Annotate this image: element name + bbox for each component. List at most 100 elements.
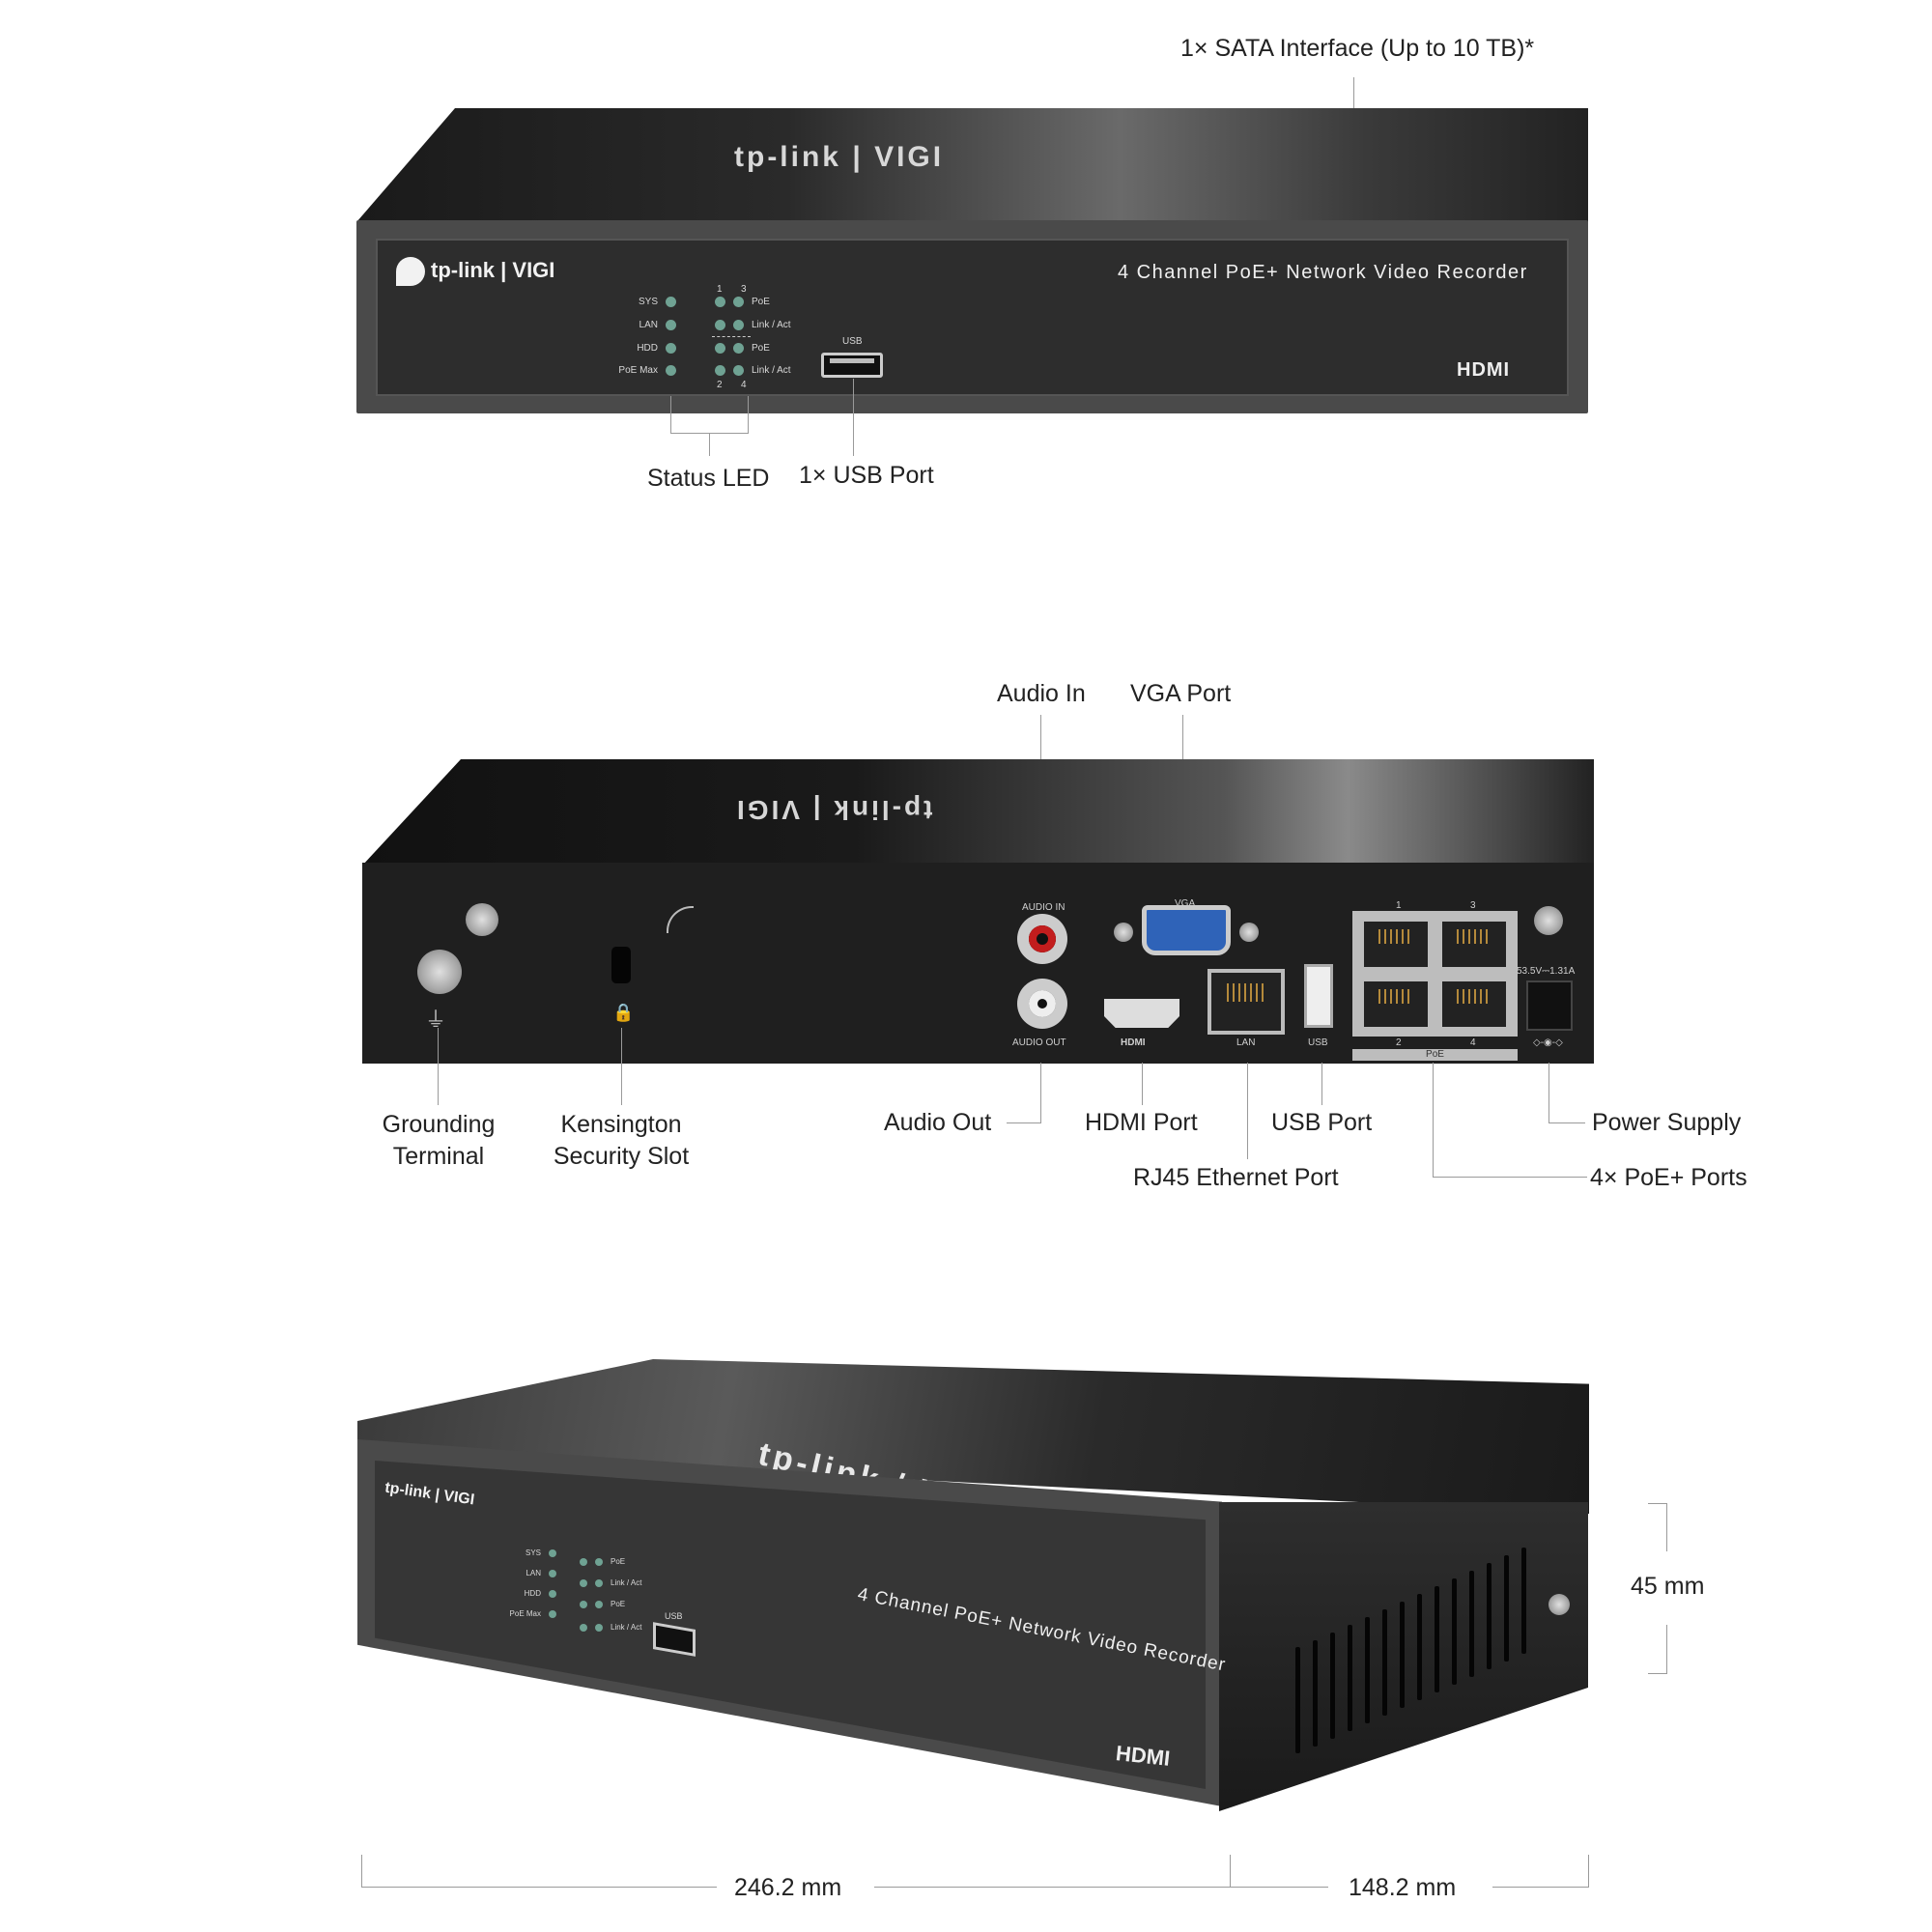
vga-label: VGA (1175, 898, 1196, 909)
led-poe-max: PoE Max (502, 1609, 556, 1618)
dimension-line (1666, 1625, 1667, 1673)
led-link-1-3: Link / Act (580, 1578, 641, 1587)
ground-symbol-icon: ⏚ (425, 1008, 447, 1032)
callout-line (709, 433, 710, 456)
led-poe-2-4: PoE (580, 1600, 625, 1608)
port-number: 4 (741, 380, 747, 390)
vent-slot (1382, 1609, 1387, 1716)
led-hdd: HDD (599, 343, 676, 354)
screw-icon (1534, 906, 1563, 935)
grounding-screw-icon (417, 950, 462, 994)
top-logo: tp-link | VIGI (734, 141, 945, 173)
power-rating-label: 53.5V⎓1.31A (1517, 966, 1576, 977)
kensington-slot (611, 947, 631, 983)
vent-slot (1365, 1617, 1370, 1723)
polarity-icon: ◇-◉-◇ (1533, 1037, 1563, 1048)
led-poe-2-4: PoE (715, 343, 770, 354)
led-sys: SYS (502, 1548, 556, 1557)
poe-port-number: 1 (1396, 900, 1402, 911)
rear-usb-port (1304, 964, 1333, 1028)
front-panel (376, 239, 1569, 396)
audio-in-label: AUDIO IN (1022, 902, 1065, 913)
side-screw-icon (1548, 1594, 1570, 1615)
hdmi-label: HDMI (1121, 1037, 1146, 1048)
audio-in-jack (1017, 914, 1067, 964)
hdmi-port (1104, 999, 1179, 1028)
callout-line (1040, 1063, 1041, 1122)
front-panel-logo: tp-link | VIGI (396, 257, 554, 286)
usb-port-callout: USB Port (1271, 1109, 1373, 1136)
callout-line (1433, 1063, 1434, 1177)
led-divider (712, 336, 751, 337)
vent-slot (1400, 1602, 1405, 1708)
callout-line (438, 1028, 439, 1105)
vent-slot (1330, 1633, 1335, 1739)
depth-dimension: 148.2 mm (1349, 1874, 1457, 1901)
port-number: 1 (717, 284, 723, 295)
port-number: 3 (741, 284, 747, 295)
usb-label: USB (1308, 1037, 1328, 1048)
poe-port-number: 4 (1470, 1037, 1476, 1048)
poe-port-number: 3 (1470, 900, 1476, 911)
led-lan: LAN (599, 320, 676, 330)
callout-line (1007, 1122, 1041, 1123)
hdmi-logo: HDMI (1457, 359, 1511, 381)
vent-slot (1487, 1563, 1492, 1669)
led-link-2-4: Link / Act (580, 1623, 641, 1632)
led-poe-1-3: PoE (715, 297, 770, 307)
callout-line (1247, 1063, 1248, 1159)
led-poe-max: PoE Max (599, 365, 676, 376)
usb-label: USB (665, 1611, 683, 1621)
dimension-line (1230, 1887, 1328, 1888)
led-lan: LAN (502, 1569, 556, 1577)
callout-line (1433, 1177, 1587, 1178)
callout-line (1142, 1063, 1143, 1105)
model-description: 4 Channel PoE+ Network Video Recorder (1118, 262, 1528, 283)
led-indicator-icon (666, 297, 676, 307)
led-hdd: HDD (502, 1589, 556, 1598)
dimension-line (361, 1887, 717, 1888)
vent-slot (1348, 1625, 1352, 1731)
vent-slot (1435, 1586, 1439, 1692)
led-link-2-4: Link / Act (715, 365, 791, 376)
dimension-line (1588, 1855, 1589, 1888)
screw-icon (466, 903, 498, 936)
callout-line (1548, 1122, 1585, 1123)
usb-port-callout: 1× USB Port (799, 462, 934, 489)
width-dimension: 246.2 mm (734, 1874, 842, 1901)
poe-port-number: 2 (1396, 1037, 1402, 1048)
led-indicator-icon (666, 343, 676, 354)
callout-line (1548, 1063, 1549, 1122)
vent-slot (1504, 1555, 1509, 1662)
callout-line (670, 396, 671, 433)
callout-line (853, 379, 854, 456)
poe-label-bar: PoE (1352, 1049, 1518, 1061)
audio-out-label: AUDIO OUT (1012, 1037, 1066, 1048)
device-top-surface (362, 759, 1594, 866)
dimension-line (1492, 1887, 1589, 1888)
dimension-line (361, 1855, 362, 1888)
callout-line (1321, 1063, 1322, 1105)
vga-port-callout: VGA Port (1130, 680, 1232, 707)
lan-port (1208, 969, 1285, 1035)
led-link-1-3: Link / Act (715, 320, 791, 330)
led-sys: SYS (599, 297, 676, 307)
led-indicator-icon (666, 365, 676, 376)
dimension-line (1648, 1503, 1667, 1504)
vga-screw-icon (1239, 923, 1259, 942)
led-poe-1-3: PoE (580, 1557, 625, 1566)
callout-line (748, 396, 749, 433)
dimension-line (1666, 1503, 1667, 1551)
lan-label: LAN (1236, 1037, 1256, 1048)
audio-out-jack (1017, 979, 1067, 1029)
vent-slot (1417, 1594, 1422, 1700)
rj45-port-callout: RJ45 Ethernet Port (1133, 1164, 1339, 1191)
vent-slot (1469, 1571, 1474, 1677)
dc-power-jack (1526, 980, 1573, 1031)
top-logo-rotated: tp-link | VIGI (734, 795, 933, 825)
audio-in-callout: Audio In (997, 680, 1086, 707)
hdmi-port-callout: HDMI Port (1085, 1109, 1198, 1136)
device-top-surface (356, 108, 1588, 222)
